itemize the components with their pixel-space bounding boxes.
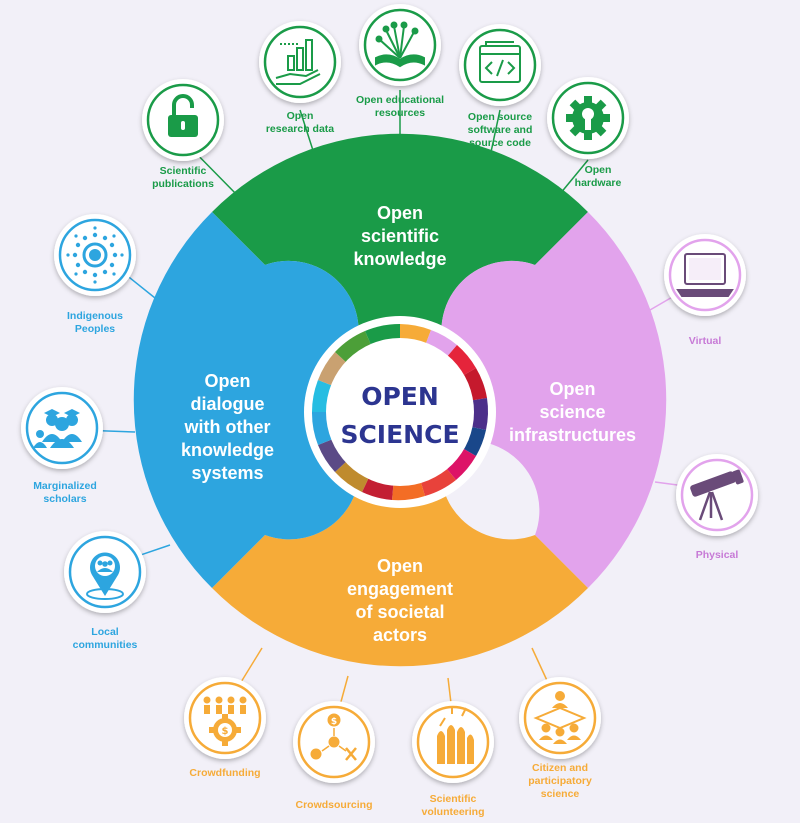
gear-icon bbox=[566, 96, 610, 140]
open-book-icon bbox=[375, 21, 425, 68]
node-crowdsourcing: $ bbox=[293, 701, 375, 783]
label-scientific-publications: Scientific publications bbox=[152, 165, 214, 190]
node-virtual bbox=[664, 234, 746, 316]
label-open-hardware: Open hardware bbox=[574, 164, 622, 189]
telescope-icon bbox=[690, 469, 744, 521]
node-scientific-publications bbox=[142, 79, 224, 161]
code-window-icon bbox=[479, 41, 521, 83]
label-physical: Physical bbox=[695, 549, 739, 561]
label-open-research-data: Open research data bbox=[265, 110, 335, 135]
label-marginalized-scholars: Marginalized scholars bbox=[33, 480, 97, 505]
quadrant-label-infrastructures: Open science infrastructures bbox=[508, 379, 637, 445]
laptop-icon bbox=[676, 253, 734, 297]
node-indigenous-peoples bbox=[54, 214, 136, 296]
node-marginalized-scholars bbox=[21, 387, 103, 469]
label-open-source-software: Open source software and source code bbox=[467, 111, 533, 149]
dot-circle-pattern-icon bbox=[66, 226, 124, 284]
quadrant-open-knowledge bbox=[212, 133, 588, 398]
quadrant-open-dialogue bbox=[133, 212, 399, 588]
label-crowdsourcing: Crowdsourcing bbox=[295, 799, 373, 811]
svg-text:$: $ bbox=[331, 717, 337, 727]
people-meeting-icon bbox=[533, 691, 587, 744]
node-crowdfunding: $ bbox=[184, 677, 266, 759]
label-indigenous-peoples: Indigenous Peoples bbox=[67, 310, 123, 335]
label-open-educational-resources: Open educational resources bbox=[355, 94, 445, 119]
node-open-source-software bbox=[459, 24, 541, 106]
quadrant-label-dialogue: Open dialogue with other knowledge syste… bbox=[180, 371, 274, 483]
raised-hands-icon bbox=[437, 706, 474, 764]
label-scientific-volunteering: Scientific volunteering bbox=[421, 793, 485, 818]
label-virtual: Virtual bbox=[688, 335, 722, 347]
label-citizen-science: Citizen and participatory science bbox=[528, 762, 592, 800]
node-open-research-data bbox=[259, 21, 341, 103]
center-ring bbox=[304, 316, 496, 508]
node-citizen-science bbox=[519, 677, 601, 759]
dollar-idea-tools-icon: $ bbox=[310, 713, 357, 761]
open-padlock-icon bbox=[168, 94, 198, 137]
quadrant-open-infrastructures bbox=[400, 212, 667, 588]
center-circle bbox=[326, 338, 474, 486]
graduates-group-icon bbox=[33, 409, 82, 448]
quadrant-label-knowledge: Open scientific knowledge bbox=[353, 203, 447, 269]
svg-text:$: $ bbox=[222, 726, 229, 737]
node-open-educational-resources bbox=[359, 4, 441, 86]
center-title: OPEN SCIENCE bbox=[340, 382, 460, 449]
bar-chart-hand-icon bbox=[275, 39, 321, 85]
node-physical bbox=[676, 454, 758, 536]
location-pin-people-icon bbox=[86, 552, 124, 600]
quadrant-open-engagement bbox=[212, 402, 588, 667]
node-local-communities bbox=[64, 531, 146, 613]
quadrant-label-engagement: Open engagement of societal actors bbox=[346, 556, 454, 645]
node-scientific-volunteering bbox=[412, 701, 494, 783]
dollar-gear-people-icon: $ bbox=[203, 696, 247, 746]
label-crowdfunding: Crowdfunding bbox=[189, 767, 261, 779]
label-local-communities: Local communities bbox=[72, 626, 138, 651]
puzzle-quadrants bbox=[133, 133, 667, 667]
node-open-hardware bbox=[547, 77, 629, 159]
